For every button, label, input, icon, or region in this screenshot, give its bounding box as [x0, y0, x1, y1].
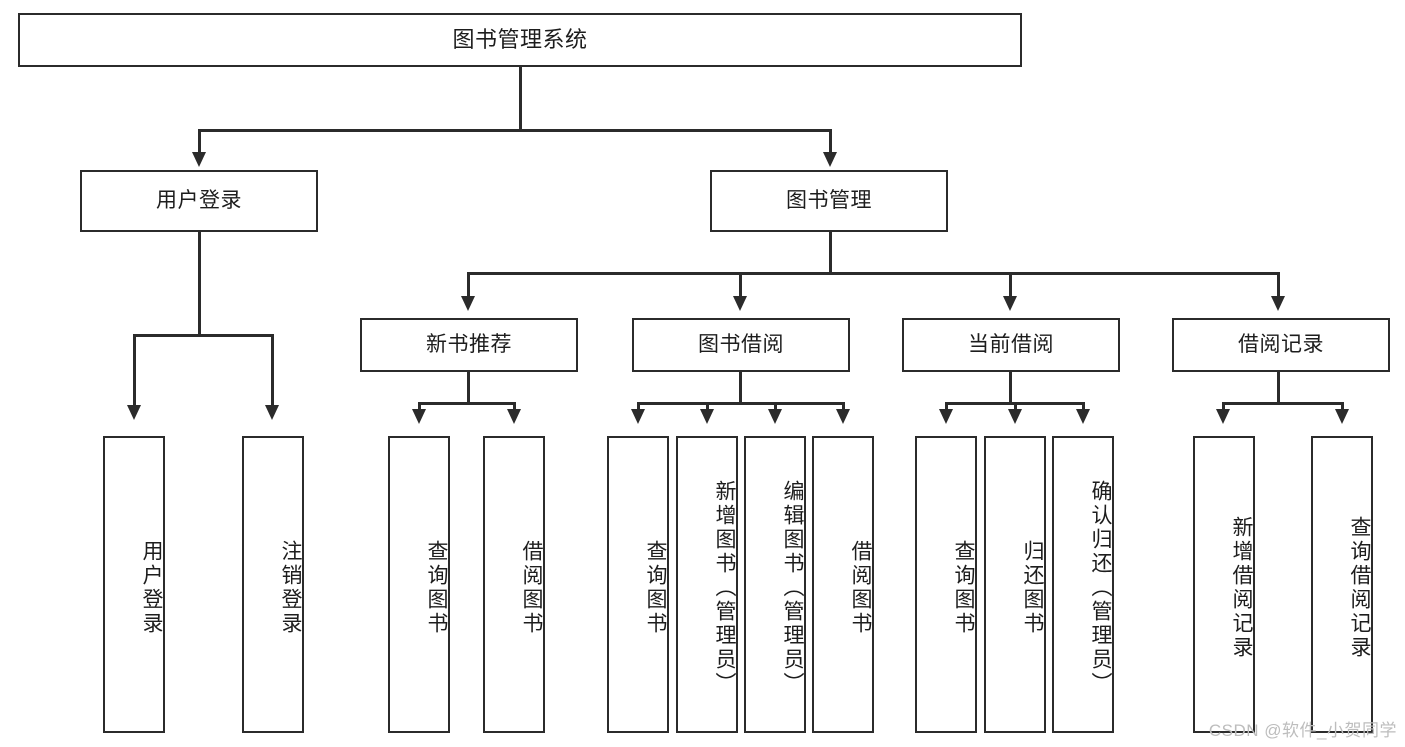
node-leaf-add-borrow-record[interactable]: 新增借阅记录	[1193, 436, 1255, 733]
edge-new-book-recommend-stem	[467, 372, 470, 404]
node-leaf-query-borrow-record[interactable]: 查询借阅记录	[1311, 436, 1373, 733]
arrow-bb-leaf-1	[631, 409, 645, 424]
node-leaf-add-book-admin[interactable]: 新增图书（管理员）	[676, 436, 738, 733]
edge-root-stem	[519, 67, 522, 130]
edge-borrow-record-bus	[1222, 402, 1344, 405]
edge-book-manage-drop-3	[1009, 272, 1012, 297]
arrow-bb-leaf-3	[768, 409, 782, 424]
edge-book-manage-stem	[829, 232, 832, 274]
arrow-book-manage-to-book-borrow	[733, 296, 747, 311]
node-leaf-query-book-1[interactable]: 查询图书	[388, 436, 450, 733]
edge-borrow-record-stem	[1277, 372, 1280, 404]
arrow-book-manage-to-new-book-recommend	[461, 296, 475, 311]
edge-book-manage-bus	[467, 272, 1277, 275]
node-leaf-query-book-2[interactable]: 查询图书	[607, 436, 669, 733]
node-user-login[interactable]: 用户登录	[80, 170, 318, 232]
edge-bb-drop-1	[637, 402, 640, 410]
arrow-cb-leaf-1	[939, 409, 953, 424]
node-root-system[interactable]: 图书管理系统	[18, 13, 1022, 67]
edge-new-book-recommend-bus	[418, 402, 515, 405]
edge-book-manage-drop-4	[1277, 272, 1280, 297]
node-leaf-query-book-3[interactable]: 查询图书	[915, 436, 977, 733]
edge-book-manage-drop-1	[467, 272, 470, 297]
arrow-book-manage-to-current-borrow	[1003, 296, 1017, 311]
arrow-user-login-leaf-2	[265, 405, 279, 420]
arrow-nbr-leaf-2	[507, 409, 521, 424]
edge-root-bus	[198, 129, 832, 132]
node-current-borrow[interactable]: 当前借阅	[902, 318, 1120, 372]
edge-current-borrow-stem	[1009, 372, 1012, 404]
edge-br-drop-2	[1341, 402, 1344, 410]
edge-book-borrow-bus	[637, 402, 845, 405]
node-book-manage[interactable]: 图书管理	[710, 170, 948, 232]
node-leaf-borrow-book-1[interactable]: 借阅图书	[483, 436, 545, 733]
arrow-br-leaf-2	[1335, 409, 1349, 424]
node-leaf-logout-login[interactable]: 注销登录	[242, 436, 304, 733]
node-leaf-confirm-return-admin[interactable]: 确认归还（管理员）	[1052, 436, 1114, 733]
edge-cb-drop-2	[1014, 402, 1017, 410]
arrow-book-manage-to-borrow-record	[1271, 296, 1285, 311]
edge-nbr-drop-2	[513, 402, 516, 410]
node-new-book-recommend[interactable]: 新书推荐	[360, 318, 578, 372]
edge-cb-drop-3	[1082, 402, 1085, 410]
arrow-br-leaf-1	[1216, 409, 1230, 424]
edge-bb-drop-2	[706, 402, 709, 410]
node-borrow-record[interactable]: 借阅记录	[1172, 318, 1390, 372]
arrow-bb-leaf-2	[700, 409, 714, 424]
arrow-nbr-leaf-1	[412, 409, 426, 424]
edge-user-login-drop-2	[271, 334, 274, 406]
edge-cb-drop-1	[945, 402, 948, 410]
edge-user-login-drop-1	[133, 334, 136, 406]
arrow-cb-leaf-2	[1008, 409, 1022, 424]
arrow-user-login-leaf-1	[127, 405, 141, 420]
arrow-bb-leaf-4	[836, 409, 850, 424]
arrow-root-to-book-manage	[823, 152, 837, 167]
edge-book-manage-drop-2	[739, 272, 742, 297]
node-book-borrow[interactable]: 图书借阅	[632, 318, 850, 372]
edge-nbr-drop-1	[418, 402, 421, 410]
edge-book-borrow-stem	[739, 372, 742, 404]
edge-user-login-stem	[198, 232, 201, 336]
edge-bb-drop-4	[842, 402, 845, 410]
node-leaf-return-book[interactable]: 归还图书	[984, 436, 1046, 733]
arrow-cb-leaf-3	[1076, 409, 1090, 424]
edge-user-login-bus	[133, 334, 273, 337]
edge-root-to-user-login	[198, 129, 201, 153]
node-leaf-edit-book-admin[interactable]: 编辑图书（管理员）	[744, 436, 806, 733]
arrow-root-to-user-login	[192, 152, 206, 167]
node-leaf-borrow-book-2[interactable]: 借阅图书	[812, 436, 874, 733]
edge-br-drop-1	[1222, 402, 1225, 410]
csdn-watermark: CSDN @软件_小贺同学	[1208, 721, 1397, 740]
edge-bb-drop-3	[774, 402, 777, 410]
edge-root-to-book-manage	[829, 129, 832, 153]
node-leaf-user-login[interactable]: 用户登录	[103, 436, 165, 733]
